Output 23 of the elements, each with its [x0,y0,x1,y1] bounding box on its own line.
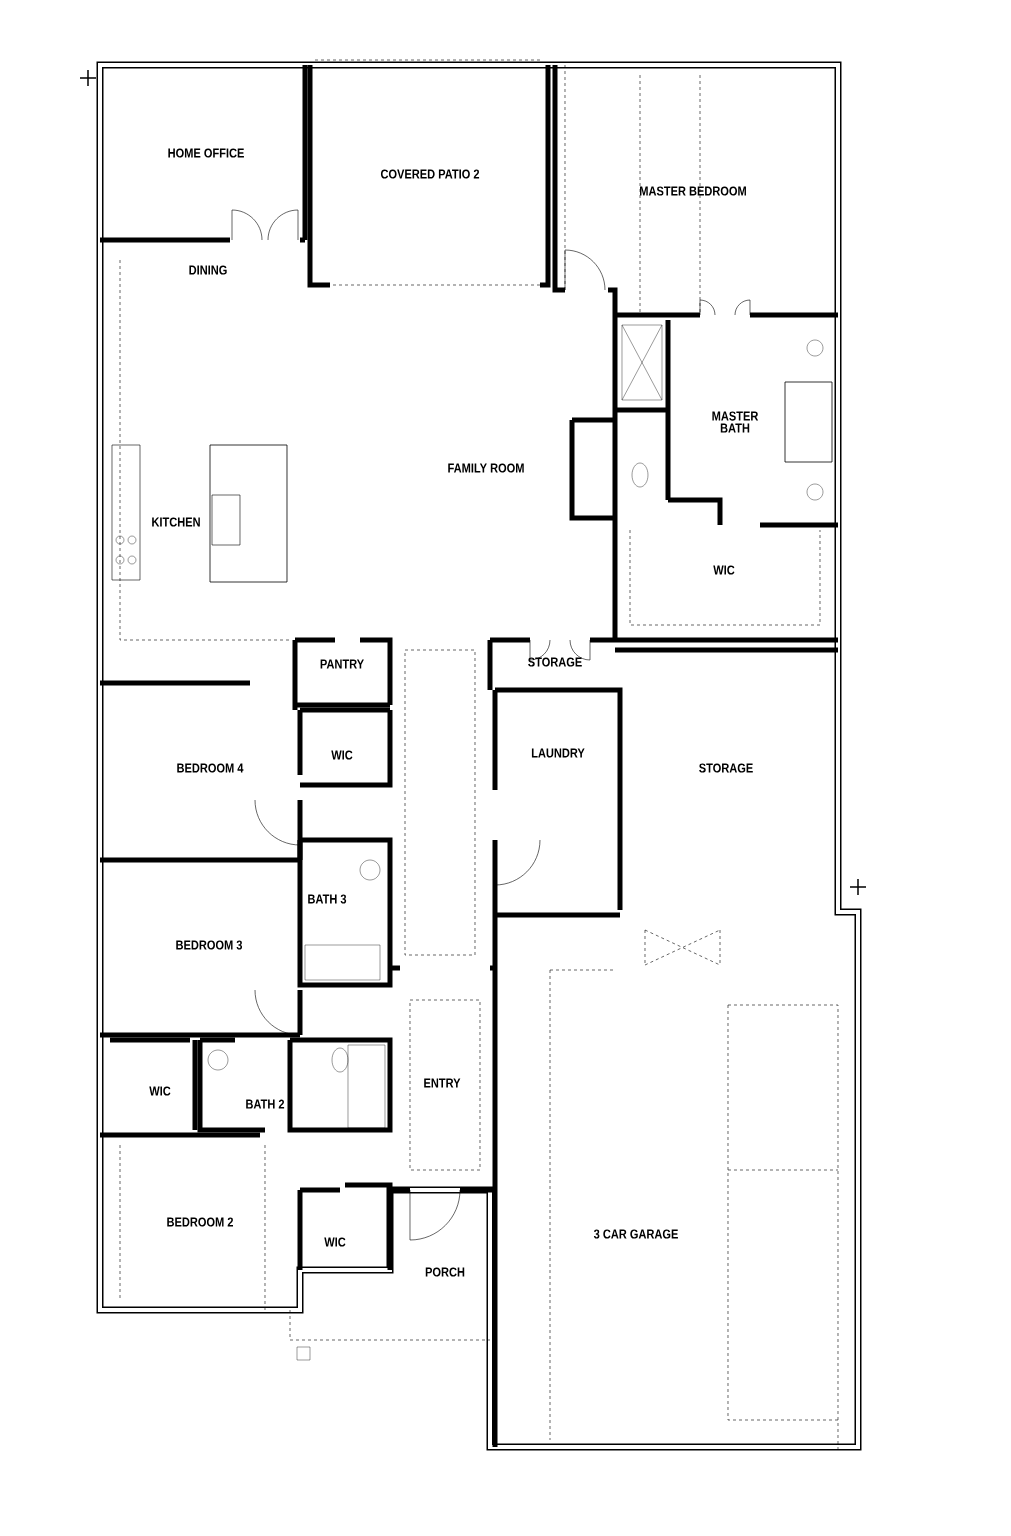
room-label: WIC [331,750,353,760]
room-label: KITCHEN [152,517,200,527]
room-label: WIC [149,1086,171,1096]
room-label: PANTRY [320,659,364,669]
room-label: HOME OFFICE [168,148,244,158]
room-label: BEDROOM 4 [177,763,244,773]
room-label: 3 CAR GARAGE [593,1229,678,1239]
room-label: MASTER BATH [712,411,759,433]
room-label: DINING [189,265,227,275]
room-label: MASTER BEDROOM [640,186,746,196]
room-label: COVERED PATIO 2 [380,169,480,179]
room-label: STORAGE [699,763,753,773]
room-label: FAMILY ROOM [448,463,524,473]
room-label: STORAGE [528,657,582,667]
room-label: LAUNDRY [531,748,585,758]
room-label: PORCH [425,1267,465,1277]
room-label: BEDROOM 3 [176,940,243,950]
room-label: WIC [324,1237,346,1247]
room-label: ENTRY [424,1078,461,1088]
room-label: BEDROOM 2 [167,1217,233,1227]
room-label: BATH 3 [308,894,347,904]
room-label: BATH 2 [246,1099,285,1109]
room-label: WIC [713,565,735,575]
